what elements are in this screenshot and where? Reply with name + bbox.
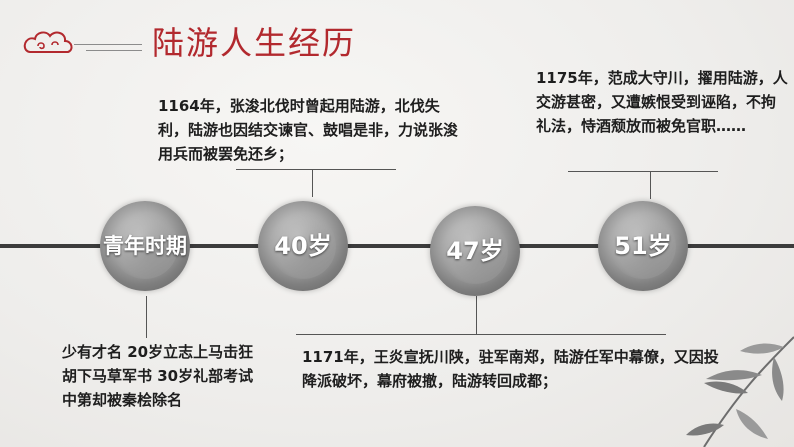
timeline-node-age47: 47岁 — [430, 206, 520, 296]
connector-stem — [650, 171, 651, 199]
bamboo-leaves-icon — [644, 297, 794, 447]
connector-stem — [312, 169, 313, 197]
node-label: 40岁 — [258, 201, 348, 291]
event-text-youth: 少有才名 20岁立志上马击狂胡下马草军书 30岁礼部考试中第却被秦桧除名 — [62, 340, 254, 412]
connector-line — [296, 334, 666, 335]
connector-line — [568, 171, 718, 172]
connector-stem — [146, 296, 147, 338]
event-text-age51: 1175年，范成大守川，擢用陆游，人交游甚密，又遭嫉恨受到诬陷，不拘礼法，恃酒颓… — [536, 66, 790, 138]
timeline-node-age40: 40岁 — [258, 201, 348, 291]
page-title: 陆游人生经历 — [152, 18, 356, 64]
title-decor-line — [86, 50, 142, 51]
node-label: 51岁 — [598, 201, 688, 291]
auspicious-cloud-icon — [20, 24, 76, 58]
node-label: 青年时期 — [100, 201, 190, 291]
timeline-node-age51: 51岁 — [598, 201, 688, 291]
connector-stem — [476, 296, 477, 334]
event-text-age40: 1164年，张浚北伐时曾起用陆游，北伐失利，陆游也因结交谏官、鼓唱是非，力说张浚… — [158, 94, 458, 166]
title-decor-line — [74, 44, 142, 45]
timeline-node-youth: 青年时期 — [100, 201, 190, 291]
connector-line — [236, 169, 396, 170]
node-label: 47岁 — [430, 206, 520, 296]
